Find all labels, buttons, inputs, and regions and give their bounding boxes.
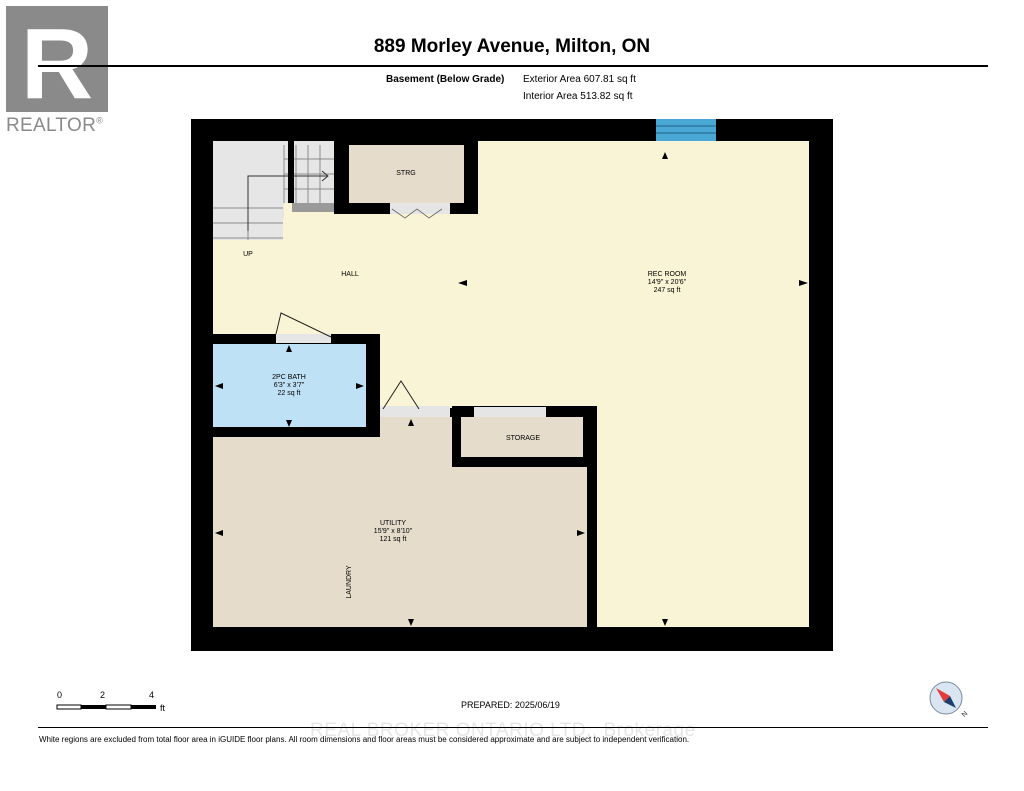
stairs	[213, 141, 334, 240]
scale-bar: 0 2 4 ft	[52, 690, 172, 716]
rec-room-area: 247 sq ft	[653, 287, 681, 294]
bath-name: 2PC BATH	[272, 374, 306, 381]
utility-arrow-bottom	[408, 619, 414, 626]
bath-dims: 6'3" x 3'7"	[273, 382, 305, 389]
scale-unit: ft	[160, 703, 166, 713]
strg-door	[390, 203, 450, 214]
stair-arrowhead	[321, 170, 329, 182]
utility-area: 121 sq ft	[379, 536, 407, 543]
svg-text:R: R	[21, 8, 93, 120]
bath-area: 22 sq ft	[277, 390, 301, 397]
utility-name: UTILITY	[379, 520, 407, 527]
utility-door-swing	[382, 380, 420, 410]
utility-arrow-right	[577, 530, 585, 536]
utility-floor	[213, 417, 587, 627]
bath-arrow-left	[215, 383, 223, 389]
room-label-up: UP	[243, 251, 253, 258]
brokerage-watermark: REAL BROKER ONTARIO LTD., Brokerage	[310, 720, 696, 741]
scale-tick-0: 0	[57, 690, 63, 700]
room-label-rec-room: REC ROOM 14'9" x 20'6" 247 sq ft	[630, 271, 704, 295]
utility-arrow-top	[408, 419, 414, 426]
strg-wall-left	[334, 141, 343, 214]
bath-door	[276, 334, 331, 343]
bath-door-swing	[275, 312, 332, 338]
storage-door	[474, 407, 546, 417]
window	[656, 119, 716, 141]
stair-landing	[292, 203, 338, 212]
scale-tick-4: 4	[149, 690, 155, 700]
footer-divider	[38, 727, 988, 728]
rec-arrow-bottom	[662, 619, 668, 626]
hall-rec-room-floor	[213, 141, 809, 627]
svg-text:N: N	[961, 710, 970, 719]
bath-arrow-bottom	[286, 420, 292, 427]
floor-plan	[191, 119, 833, 651]
realtor-logo-text: REALTOR®	[6, 115, 104, 136]
room-label-strg: STRG	[396, 170, 416, 177]
realtor-logo: R	[6, 6, 108, 120]
utility-dims: 15'9" x 8'10"	[373, 528, 413, 535]
room-label-hall: HALL	[341, 271, 359, 278]
scale-bar-graphic	[56, 704, 156, 710]
compass-icon: N	[929, 681, 970, 719]
floor-level-label: Basement (Below Grade)	[386, 74, 505, 85]
bifold-door-swing	[391, 208, 443, 219]
dimension-arrows	[215, 152, 808, 626]
rec-arrow-left	[458, 280, 467, 286]
bath-arrow-top	[286, 345, 292, 352]
room-label-laundry: LAUNDRY	[346, 565, 353, 599]
storage-floor	[461, 417, 583, 457]
rec-arrow-top	[662, 152, 668, 159]
strg-wall-right	[464, 141, 478, 214]
room-label-utility: UTILITY 15'9" x 8'10" 121 sq ft	[356, 520, 430, 544]
bath-floor	[213, 344, 366, 427]
interior-area: Interior Area 513.82 sq ft	[523, 91, 633, 102]
bath-arrow-right	[356, 383, 364, 389]
scale-tick-2: 2	[100, 690, 106, 700]
stair-wall	[288, 141, 294, 203]
room-label-2pc-bath: 2PC BATH 6'3" x 3'7" 22 sq ft	[252, 374, 326, 398]
strg-floor	[349, 145, 464, 203]
prepared-date: PREPARED: 2025/06/19	[461, 700, 560, 710]
exterior-area: Exterior Area 607.81 sq ft	[523, 74, 636, 85]
disclaimer: White regions are excluded from total fl…	[39, 735, 690, 744]
rec-room-utility-wall	[587, 408, 597, 627]
room-label-storage: STORAGE	[505, 435, 541, 442]
window-mullions	[656, 125, 716, 134]
stair-direction-arrow	[247, 175, 327, 231]
header-divider	[38, 65, 988, 67]
rec-room-name: REC ROOM	[647, 271, 687, 278]
rec-arrow-right	[799, 280, 808, 286]
utility-door	[380, 406, 450, 417]
rec-room-dims: 14'9" x 20'6"	[647, 279, 687, 286]
page-title: 889 Morley Avenue, Milton, ON	[373, 36, 651, 57]
utility-arrow-left	[215, 530, 223, 536]
